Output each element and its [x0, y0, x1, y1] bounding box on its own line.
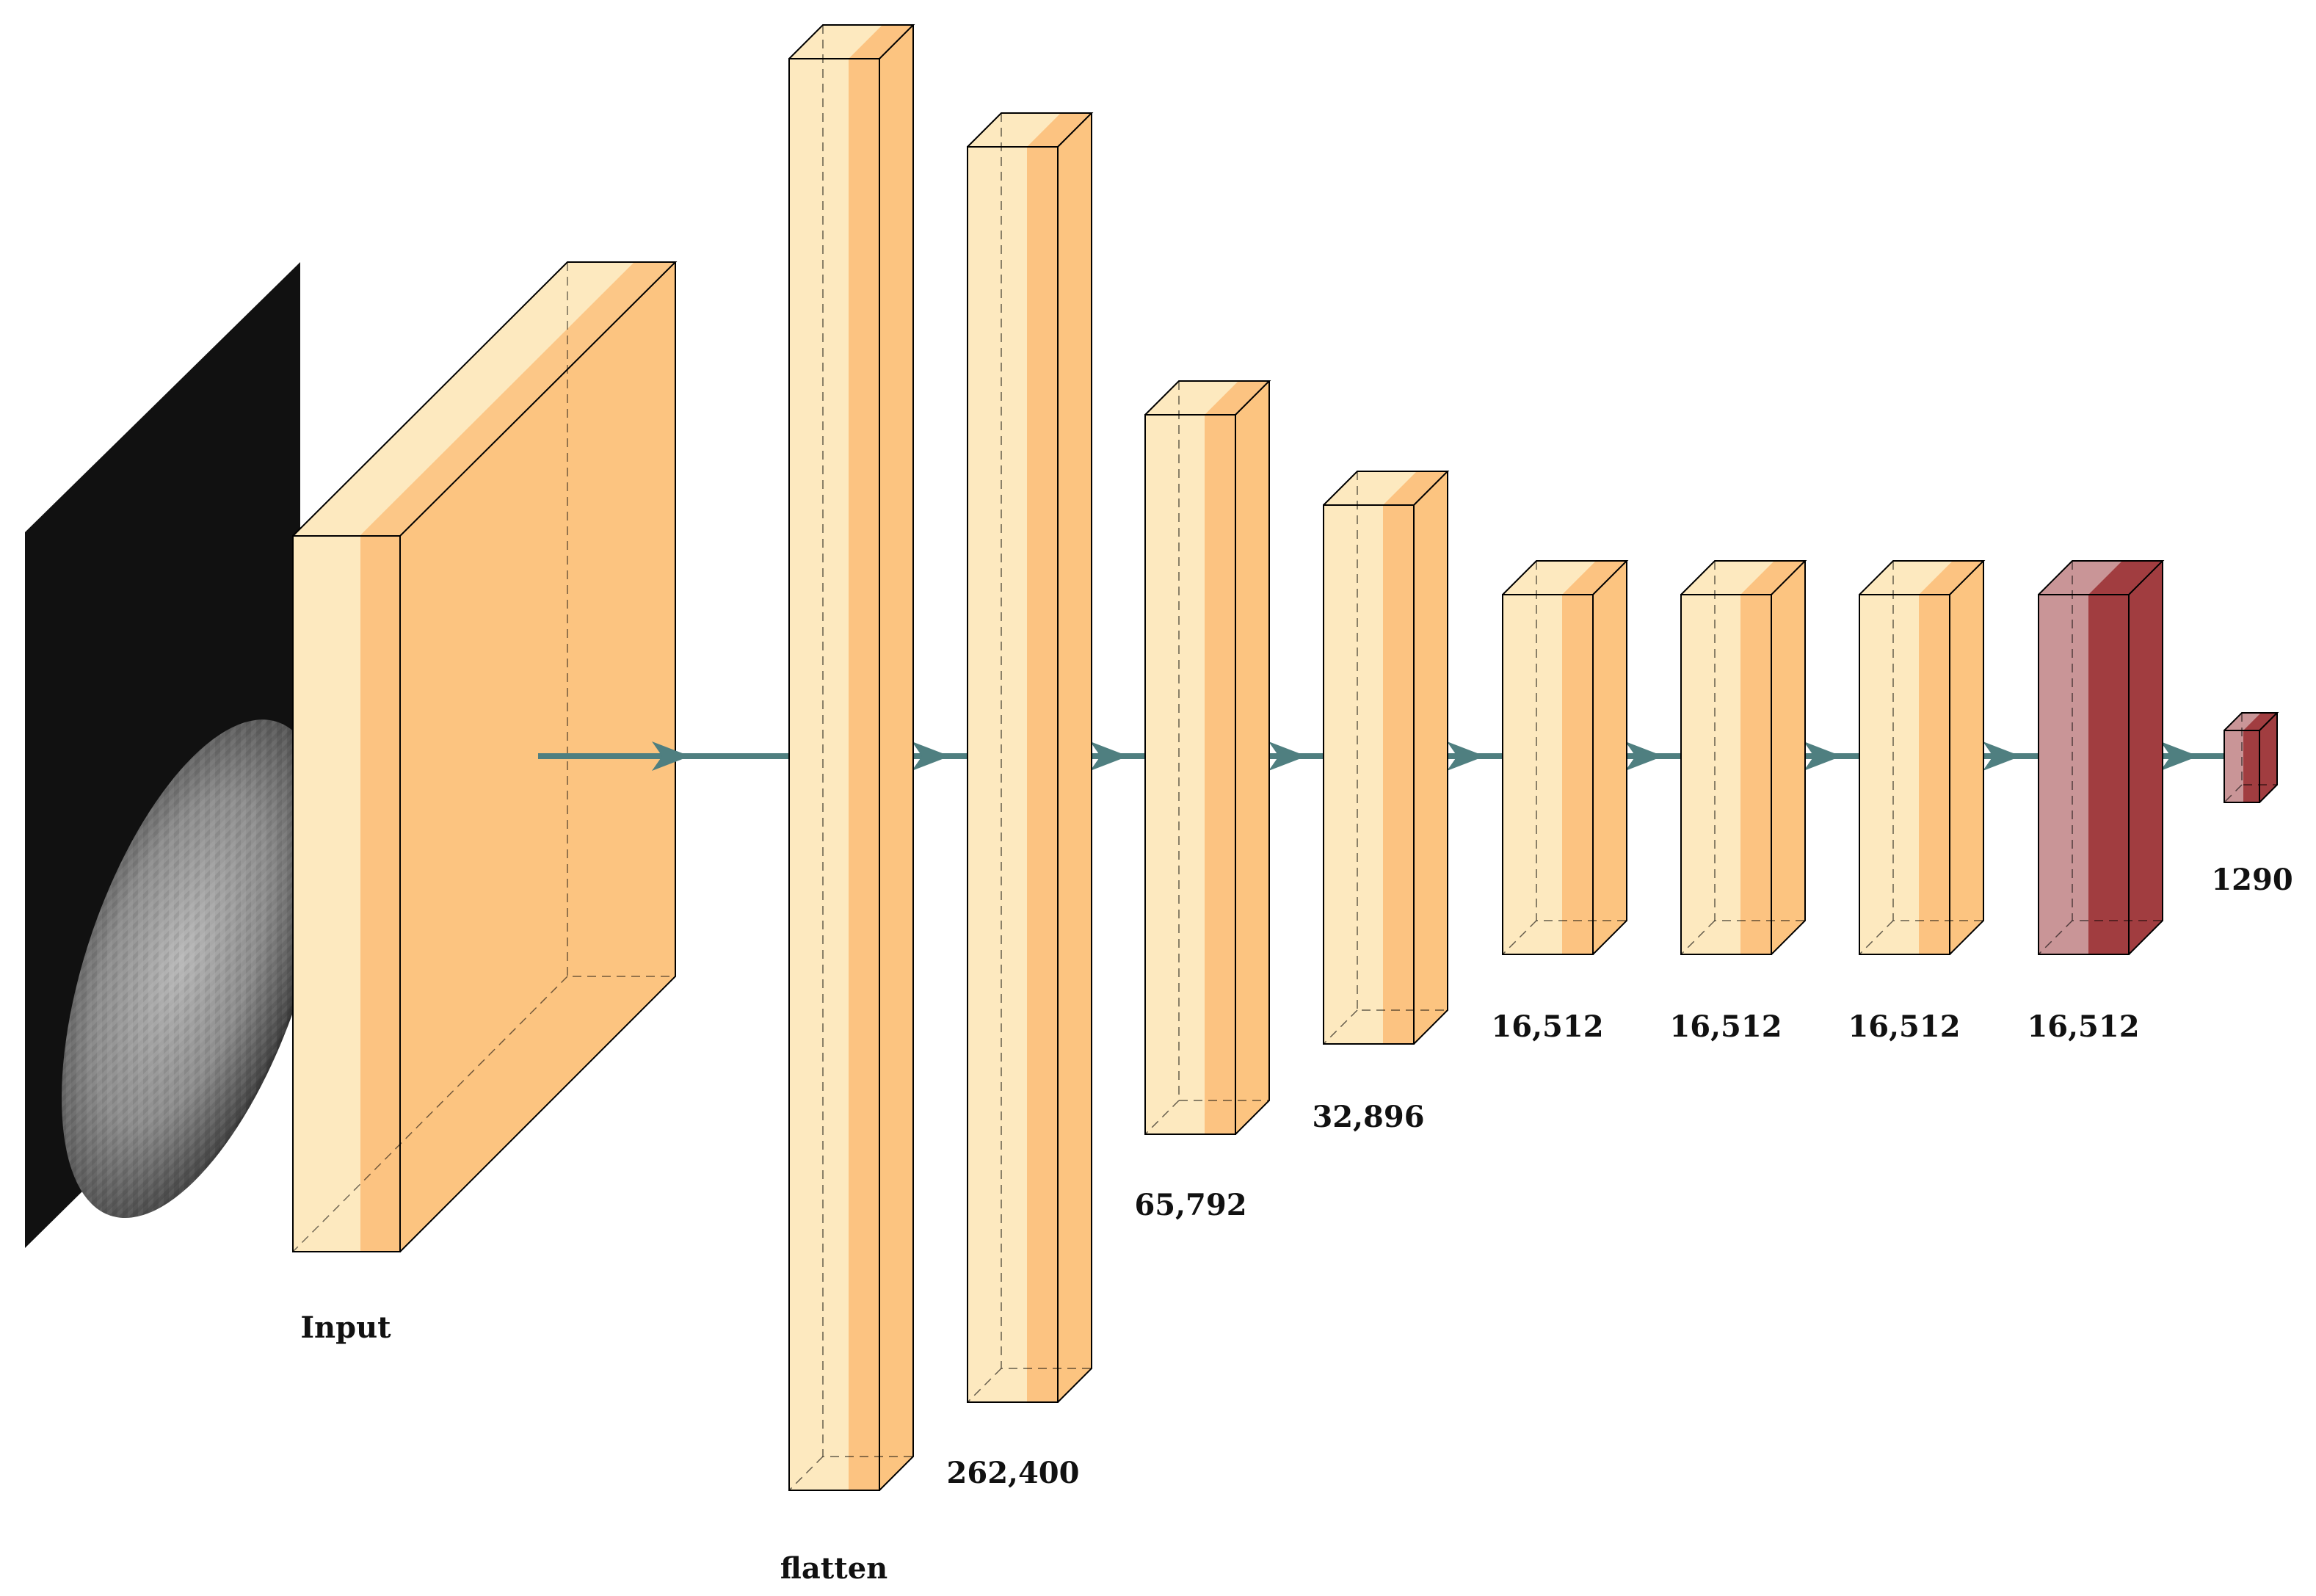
layer-label: 65,792	[1134, 1188, 1246, 1222]
input-label: Input	[300, 1310, 391, 1345]
layer-block	[1323, 471, 1450, 1045]
layer-label: 32,896	[1312, 1100, 1424, 1134]
layer-block	[1680, 560, 1807, 955]
layer-label: 16,512	[2027, 1009, 2139, 1044]
layer-labels: flatten 262,400 65,792 32,896 16,512 16,512 16…	[780, 863, 2293, 1586]
layer-block	[967, 112, 1094, 1403]
layer-block	[788, 24, 915, 1491]
layer-label: 16,512	[1491, 1009, 1603, 1044]
layer-label: 1290	[2211, 863, 2293, 897]
layer-block	[1859, 560, 1986, 955]
input-block	[292, 261, 678, 1252]
layer-label: 262,400	[947, 1456, 1080, 1490]
input-image	[25, 262, 326, 1248]
layer-block	[2038, 560, 2165, 955]
layer-blocks	[788, 24, 2279, 1491]
layer-block	[2224, 712, 2279, 803]
layer-label: flatten	[780, 1551, 887, 1586]
layer-block	[1144, 380, 1271, 1135]
layer-block	[1502, 560, 1629, 955]
arrow	[538, 741, 805, 771]
layer-label: 16,512	[1848, 1009, 1960, 1044]
layer-label: 16,512	[1669, 1009, 1782, 1044]
